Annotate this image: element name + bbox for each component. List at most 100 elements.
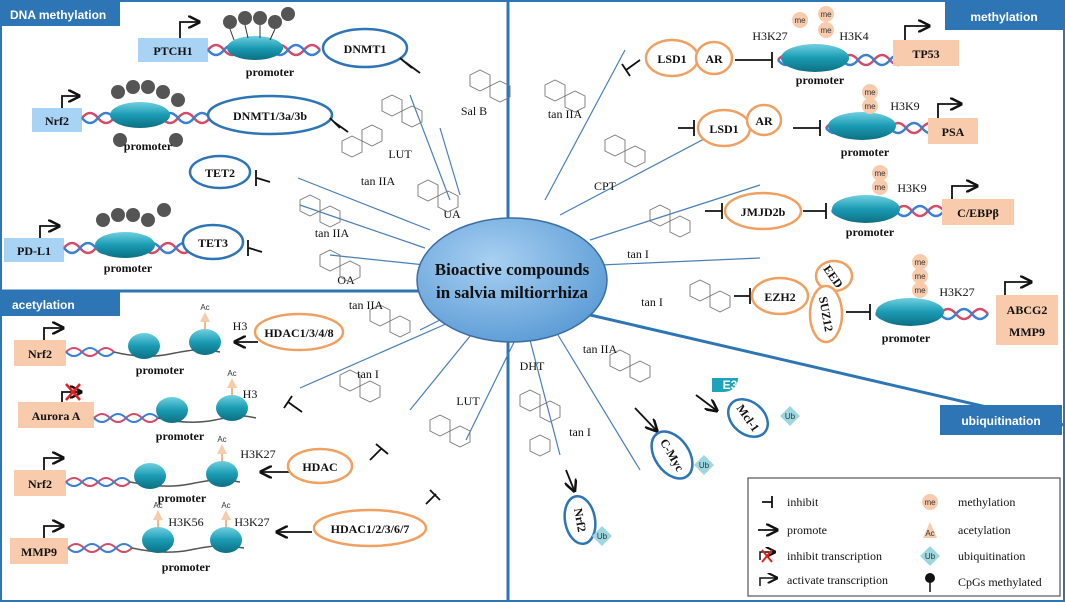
header-dna-methylation [2, 2, 120, 26]
ub-badge-nrf2 [592, 526, 612, 546]
ac-label-row3: Ac [217, 435, 226, 444]
gene-mmp9-ac-label: MMP9 [21, 545, 57, 559]
inhibit-symbol-ezh2 [734, 288, 751, 304]
legend-inhibit-transcription-label: inhibit transcription [787, 549, 882, 563]
transcription-arrow-psa [937, 104, 960, 118]
promoter-label-dnam-row1: promoter [246, 65, 295, 79]
promoter-label-meth-row3: promoter [846, 225, 895, 239]
gene-abcg2-label: ABCG2 [1007, 303, 1048, 317]
me-label-row2b: me [864, 102, 876, 111]
inhibit-symbol-dnmt1 [399, 57, 421, 74]
legend-methylation-label: methylation [958, 495, 1015, 509]
enzyme-jmjd2b [723, 191, 803, 231]
inhibit-transcription-cross-aurora-a [65, 383, 81, 401]
promoter-label-dnam-row4: promoter [104, 261, 153, 275]
mark-h3-ac-row1: H3 [233, 319, 248, 333]
nucleosome-dna-row1 [207, 7, 321, 60]
legend-inhibit-symbol [762, 496, 773, 508]
gene-box-pd-l1 [4, 238, 64, 262]
inhibit-symbol-row2-promoter [793, 120, 821, 136]
promoter-label-meth-row1: promoter [796, 73, 845, 87]
transcription-arrow-pd-l1 [39, 226, 58, 238]
enzyme-ar-row2 [745, 103, 783, 137]
enzyme-tet3 [181, 223, 245, 261]
compound-lut-dnam: LUT [388, 147, 412, 161]
enzyme-lsd1-row1-label: LSD1 [657, 52, 686, 66]
inhibit-symbol-hdac [369, 443, 389, 461]
me-label-row3b: me [874, 183, 886, 192]
header-acetylation-label: acetylation [12, 298, 75, 312]
enzyme-lsd1-row2-label: LSD1 [709, 122, 738, 136]
target-mcl1 [727, 398, 769, 438]
header-dna-methylation-label: DNA methylation [10, 8, 106, 22]
compound-cpt: CPT [594, 179, 617, 193]
transcription-arrow-mmp9-ac [43, 526, 62, 538]
legend-activate-transcription-symbol [759, 578, 776, 586]
legend-cpgs-label: CpGs methylated [958, 575, 1042, 589]
me-badge-row2b [862, 98, 878, 114]
enzyme-tet2 [188, 154, 252, 190]
inhibit-symbol-hdac1-2-3-6-7 [425, 489, 441, 505]
gene-tp53-label: TP53 [912, 47, 939, 61]
ac-label-row4b: Ac [221, 501, 230, 510]
inhibit-symbol-ac-row2 [283, 395, 303, 413]
me-badge-row4a [912, 254, 928, 270]
legend-activate-transcription-label: activate transcription [787, 573, 888, 587]
gene-psa-label: PSA [942, 125, 965, 139]
me-badge-row1a [792, 12, 808, 28]
ub-badge-cmyc [694, 455, 714, 475]
ac-label-row2: Ac [227, 369, 236, 378]
enzyme-dnmt1-3a-3b-label: DNMT1/3a/3b [233, 109, 307, 123]
chemical-structures [299, 69, 731, 457]
compound-tan-iia-meth: tan IIA [548, 107, 583, 121]
mark-h3k27-row4: H3K27 [939, 285, 974, 299]
promote-arrow-nrf2-ub [566, 469, 574, 490]
gene-nrf2-dnam-label: Nrf2 [45, 114, 69, 128]
nucleosome-dna-meth-row4 [875, 298, 989, 326]
compound-dht: DHT [520, 359, 545, 373]
target-cmyc [650, 430, 694, 480]
legend-me-label: me [924, 498, 936, 507]
enzyme-ezh2-label: EZH2 [764, 290, 795, 304]
inhibit-symbol-tet3 [247, 240, 263, 256]
enzyme-hdac1-2-3-6-7 [312, 508, 428, 548]
gene-box-nrf2-dnam [32, 108, 82, 132]
me-label-row4c: me [914, 286, 926, 295]
enzyme-ar-row1-label: AR [705, 52, 723, 66]
gene-box-abcg2-mmp9 [996, 295, 1058, 345]
enzyme-ar-row2-label: AR [755, 114, 773, 128]
ub-label-cmyc: Ub [699, 461, 710, 470]
transcription-arrow-nrf2-ac1 [43, 328, 62, 340]
enzyme-ezh2 [750, 276, 810, 316]
enzyme-suz12 [808, 284, 844, 344]
legend-acetylation-label: acetylation [958, 523, 1011, 537]
nucleosome-dna-meth-row1 [777, 44, 907, 72]
gene-box-nrf2-ac1 [14, 340, 66, 366]
target-nrf2-ub [563, 494, 597, 546]
nucleosome-ac-row1 [65, 312, 221, 359]
mark-h3k56-ac-row4: H3K56 [168, 515, 203, 529]
me-label-row2a: me [864, 88, 876, 97]
legend-inhibit-transcription-cross [761, 549, 773, 563]
gene-box-psa [928, 118, 978, 144]
me-badge-row3b [872, 179, 888, 195]
nucleosome-dna-meth-row3 [831, 195, 961, 223]
compound-tan-iia-ub: tan IIA [583, 342, 618, 356]
promote-arrow-cmyc [634, 407, 656, 430]
me-badge-row1c [818, 22, 834, 38]
gene-box-cebpb [942, 199, 1014, 225]
transcription-arrow-tp53 [904, 26, 928, 40]
ub-label-nrf2: Ub [597, 532, 608, 541]
promoter-label-meth-row2: promoter [841, 145, 890, 159]
nucleosome-ac-row2 [93, 378, 257, 423]
enzyme-suz12-label: SUZ12 [816, 295, 836, 332]
ub-label-mcl1: Ub [785, 412, 796, 421]
gene-box-nrf2-ac3 [14, 470, 66, 496]
promoter-label-ac-row2: promoter [156, 429, 205, 443]
enzyme-hdac-label: HDAC [302, 460, 337, 474]
enzyme-dnmt1 [321, 27, 409, 69]
enzyme-hdac1-2-3-6-7-label: HDAC1/2/3/6/7 [331, 522, 410, 536]
me-badge-row3a [872, 165, 888, 181]
